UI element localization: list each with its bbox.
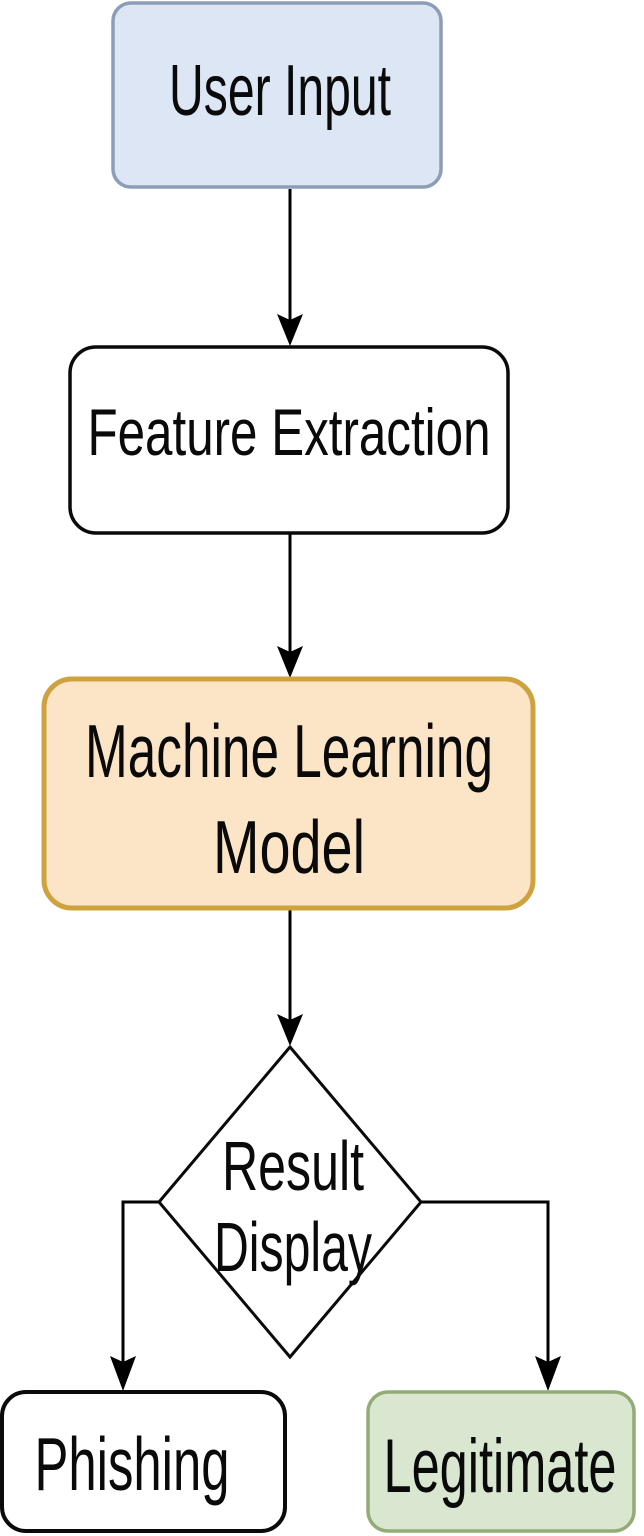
edge-user-input-to-feature-extraction bbox=[277, 189, 303, 346]
arrowhead-down-icon bbox=[535, 1356, 561, 1391]
node-user-input: User Input bbox=[111, 1, 443, 189]
node-result-display-label-line2: Display bbox=[214, 1208, 372, 1286]
node-ml-model: Machine Learning Model bbox=[41, 676, 536, 911]
edge-group bbox=[110, 189, 561, 1391]
node-ml-model-label-line1: Machine Learning bbox=[85, 709, 493, 793]
node-ml-model-box bbox=[41, 676, 536, 911]
node-feature-extraction: Feature Extraction bbox=[68, 345, 510, 535]
node-user-input-label: User Input bbox=[169, 51, 391, 131]
edge-feature-extraction-to-ml-model bbox=[277, 534, 303, 678]
edge-result-display-to-phishing bbox=[110, 1200, 159, 1391]
node-phishing-box bbox=[0, 1390, 287, 1533]
edge-ml-model-to-result-display bbox=[277, 909, 303, 1046]
node-result-display: Result Display bbox=[157, 1044, 423, 1360]
node-feature-extraction-box bbox=[68, 345, 510, 535]
node-legitimate: Legitimate bbox=[366, 1390, 636, 1533]
arrowhead-down-icon bbox=[277, 646, 303, 678]
node-result-display-diamond bbox=[157, 1044, 423, 1360]
arrowhead-down-icon bbox=[277, 314, 303, 346]
node-feature-extraction-label: Feature Extraction bbox=[88, 395, 491, 469]
arrowhead-down-icon bbox=[277, 1014, 303, 1046]
arrowhead-down-icon bbox=[110, 1356, 136, 1391]
node-legitimate-label: Legitimate bbox=[384, 1424, 617, 1509]
node-ml-model-label-line2: Model bbox=[213, 805, 365, 889]
node-legitimate-box bbox=[366, 1390, 636, 1533]
node-result-display-label-line1: Result bbox=[222, 1127, 364, 1205]
node-user-input-box bbox=[111, 1, 443, 189]
node-phishing-label: Phishing bbox=[35, 1422, 230, 1506]
node-phishing: Phishing bbox=[0, 1390, 287, 1533]
edge-result-display-to-legitimate bbox=[421, 1200, 561, 1391]
